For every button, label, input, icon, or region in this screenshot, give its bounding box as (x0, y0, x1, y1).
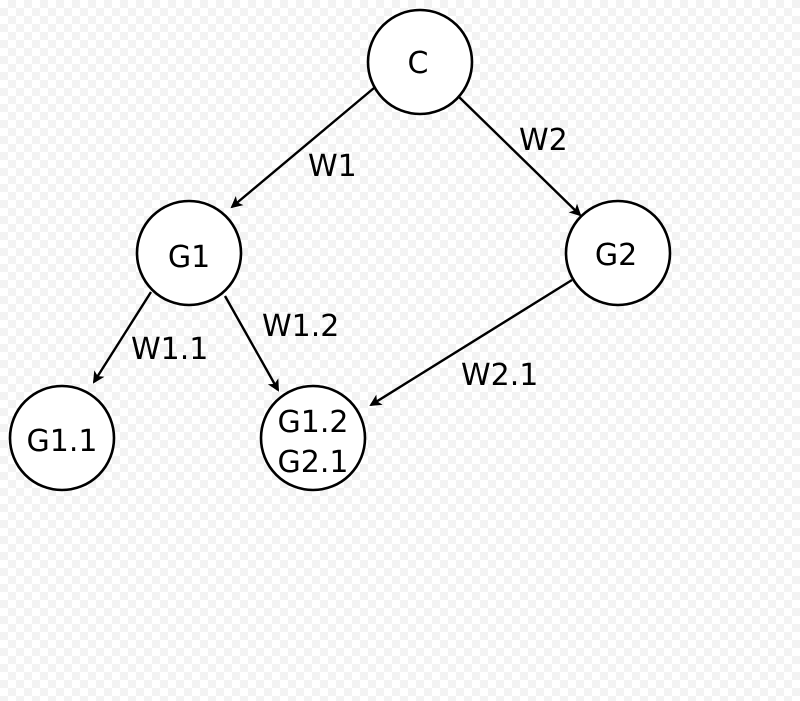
edge-g1-g12 (223, 295, 280, 392)
node-label-g1: G1 (168, 240, 210, 275)
node-c: C (366, 8, 474, 116)
node-label-g1-1: G1.1 (27, 424, 98, 459)
node-label-g2: G2 (595, 238, 637, 273)
edge-label-w2-1: W2.1 (461, 358, 538, 393)
edge-c-g2 (457, 95, 582, 217)
edge-label-w2: W2 (519, 123, 568, 158)
edge-c-g1 (230, 87, 375, 209)
node-g2: G2 (564, 199, 672, 307)
node-g1: G1 (135, 199, 243, 307)
node-label-c: C (408, 46, 429, 81)
node-label-g2-1: G2.1 (278, 445, 349, 480)
node-g1-1: G1.1 (8, 384, 116, 492)
edge-label-w1: W1 (308, 149, 357, 184)
edge-g2-g21 (369, 278, 573, 407)
edge-g1-g1-1 (92, 291, 153, 384)
node-label-g1-2: G1.2 (278, 405, 349, 440)
edge-label-w1-2: W1.2 (262, 309, 339, 344)
edge-label-w1-1: W1.1 (131, 332, 208, 367)
node-g12-g21: G1.2 G2.1 (259, 384, 367, 492)
